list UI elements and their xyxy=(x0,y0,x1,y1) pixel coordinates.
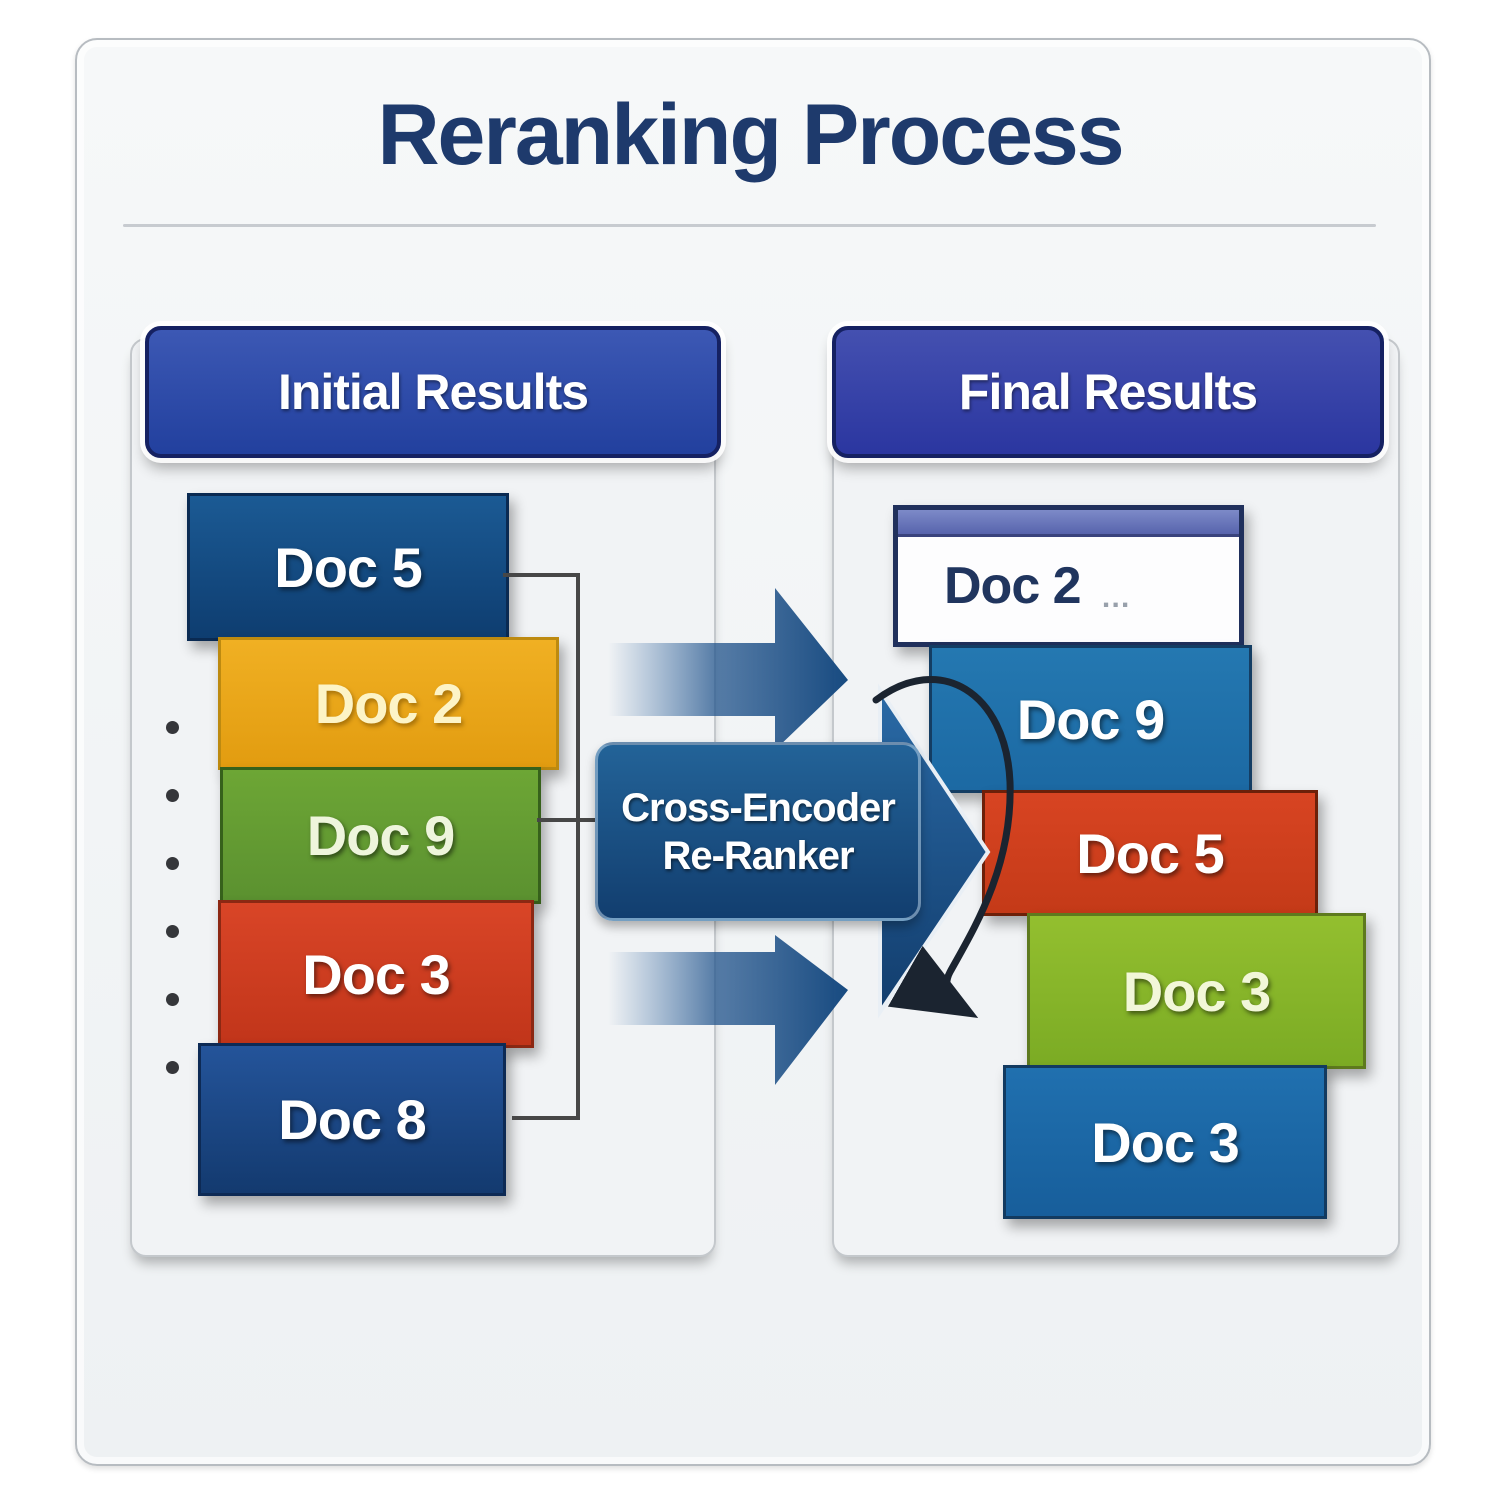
doc-label: Doc 9 xyxy=(306,804,455,867)
doc-label: Doc 3 xyxy=(302,942,450,1006)
ellipsis-dot xyxy=(166,857,179,870)
ellipsis-dot xyxy=(166,925,179,938)
initial-doc-2: Doc 2 xyxy=(218,637,559,770)
ellipsis-dot xyxy=(166,721,179,734)
ellipsis-dot xyxy=(166,993,179,1006)
doc-label: Doc 2 xyxy=(314,672,463,735)
doc-label: Doc 9 xyxy=(1016,687,1165,751)
doc-label: Doc 3 xyxy=(1091,1110,1239,1174)
doc-label: Doc 2 xyxy=(944,557,1082,615)
title-divider xyxy=(123,224,1376,227)
final-doc-3-blue: Doc 3 xyxy=(1003,1065,1327,1219)
more-docs-ellipsis xyxy=(166,721,179,1074)
reranker-label-line2: Re-Ranker xyxy=(662,833,854,878)
ellipsis-dot xyxy=(166,1061,179,1074)
initial-doc-3: Doc 3 xyxy=(218,900,534,1048)
doc-label: Doc 8 xyxy=(278,1088,426,1151)
window-titlebar xyxy=(898,510,1239,537)
final-doc-2-window: Doc 2 … xyxy=(893,505,1244,647)
final-doc-5: Doc 5 xyxy=(982,790,1318,916)
doc-suffix-dots: … xyxy=(1100,581,1137,614)
initial-doc-8: Doc 8 xyxy=(198,1043,506,1196)
page-title: Reranking Process xyxy=(377,87,1124,183)
doc-label: Doc 5 xyxy=(1076,821,1224,885)
initial-results-header: Initial Results xyxy=(145,326,721,458)
cross-encoder-reranker-box: Cross-Encoder Re-Ranker xyxy=(595,742,921,921)
initial-doc-9: Doc 9 xyxy=(220,767,541,904)
doc-label: Doc 3 xyxy=(1122,959,1271,1023)
final-doc-3-green: Doc 3 xyxy=(1027,913,1366,1069)
doc-label: Doc 5 xyxy=(274,535,422,599)
initial-doc-5: Doc 5 xyxy=(187,493,509,641)
ellipsis-dot xyxy=(166,789,179,802)
reranker-label-line1: Cross-Encoder xyxy=(621,785,896,830)
final-doc-9: Doc 9 xyxy=(929,645,1252,793)
final-results-header: Final Results xyxy=(832,326,1384,458)
